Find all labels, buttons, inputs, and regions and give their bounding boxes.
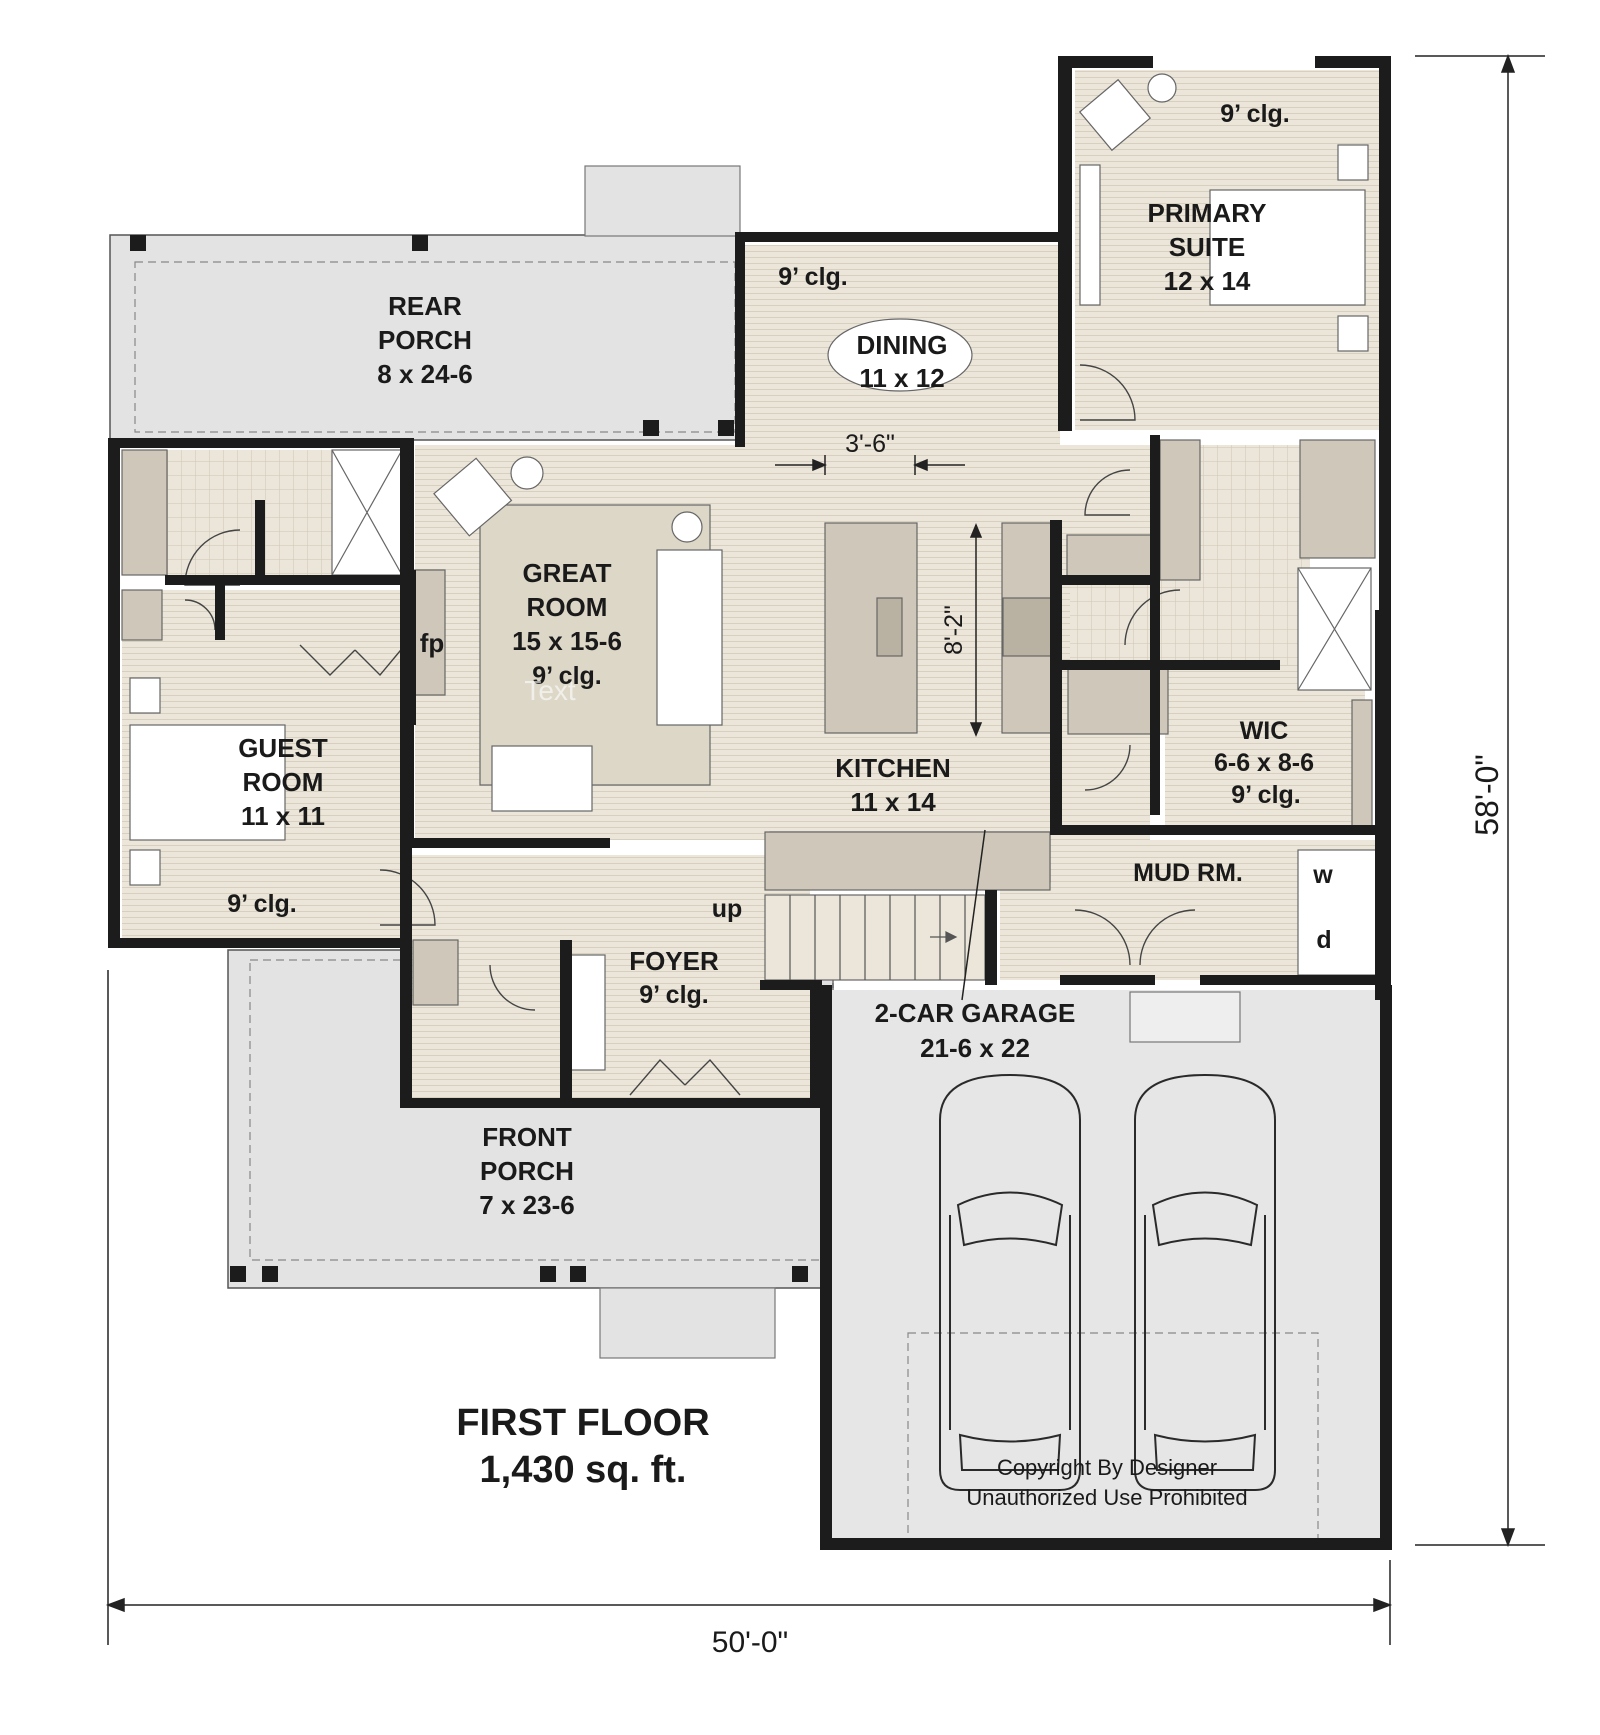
primary-size: 12 x 14 [1164,266,1251,296]
dimension-lines [105,53,1545,1645]
wic-size: 6-6 x 8-6 [1214,749,1314,777]
garage-size: 21-6 x 22 [920,1033,1030,1063]
island-length-dimension: 8'-2" [940,605,968,655]
primary-label-2: SUITE [1169,232,1246,262]
wic-ceiling: 9’ clg. [1231,781,1300,809]
front-porch-label-1: FRONT [482,1122,572,1152]
front-porch-size: 7 x 23-6 [479,1190,574,1220]
guest-room-label-1: GUEST [238,733,328,763]
primary-label-1: PRIMARY [1148,198,1267,228]
copyright-line-2: Unauthorized Use Prohibited [966,1485,1247,1510]
fireplace-label: fp [420,628,445,658]
great-room-ceiling: 9’ clg. [532,662,601,690]
front-porch-label-2: PORCH [480,1156,574,1186]
overall-width-dimension: 50'-0" [712,1626,788,1659]
wic-label: WIC [1240,717,1289,745]
rear-porch-slab [109,234,741,441]
plan-title-line-2: 1,430 sq. ft. [480,1449,687,1491]
great-room-label-2: ROOM [527,592,608,622]
primary-ceiling: 9’ clg. [1220,100,1289,128]
stair-treads [789,895,966,980]
foyer-ceiling: 9’ clg. [639,981,708,1009]
dining-ceiling: 9’ clg. [778,263,847,291]
guest-room-size: 11 x 11 [241,801,325,831]
mud-room-label: MUD RM. [1133,859,1243,887]
island-gap-dimension: 3'-6" [845,430,895,458]
plan-title-line-1: FIRST FLOOR [456,1402,709,1444]
plan-title: FIRST FLOOR 1,430 sq. ft. [456,1402,709,1491]
guest-room-ceiling: 9’ clg. [227,890,296,918]
dining-size: 11 x 12 [859,363,944,393]
dryer-label: d [1316,926,1331,954]
rear-porch-size: 8 x 24-6 [377,359,472,389]
car-right [1134,1073,1276,1491]
garage-floor [832,990,1392,1545]
guest-room-label-2: ROOM [243,767,324,797]
room-labels: REAR PORCH 8 x 24-6 9’ clg. DINING 11 x … [227,100,1333,1220]
copyright-line-1: Copyright By Designer [997,1455,1217,1480]
furniture [121,73,1379,1071]
overall-depth-dimension: 58'-0" [1469,754,1505,836]
garage-step [1129,991,1241,1043]
dining-label: DINING [857,330,948,360]
kitchen-label: KITCHEN [835,753,951,783]
porch-posts [130,235,808,1282]
dimension-labels: 3'-6" 8'-2" 50'-0" 58'-0" [712,430,1505,1659]
walls [108,56,1392,1550]
stairs-label: up [712,895,743,923]
washer-label: w [1312,861,1333,889]
kitchen-size: 11 x 14 [850,787,936,817]
great-room-size: 15 x 15-6 [512,626,622,656]
great-room-label-1: GREAT [522,558,611,588]
garage-label: 2-CAR GARAGE [875,998,1076,1028]
watermark-text: Text [524,675,576,706]
rear-porch-outline [134,261,736,433]
rear-step [584,165,741,237]
car-left [939,1073,1081,1491]
copyright-notice: Copyright By Designer Unauthorized Use P… [966,1455,1247,1510]
rear-porch-label-2: PORCH [378,325,472,355]
rear-porch-label-1: REAR [388,291,462,321]
foyer-label: FOYER [629,946,719,976]
door-swings [184,364,1196,1096]
front-step [599,1287,776,1359]
